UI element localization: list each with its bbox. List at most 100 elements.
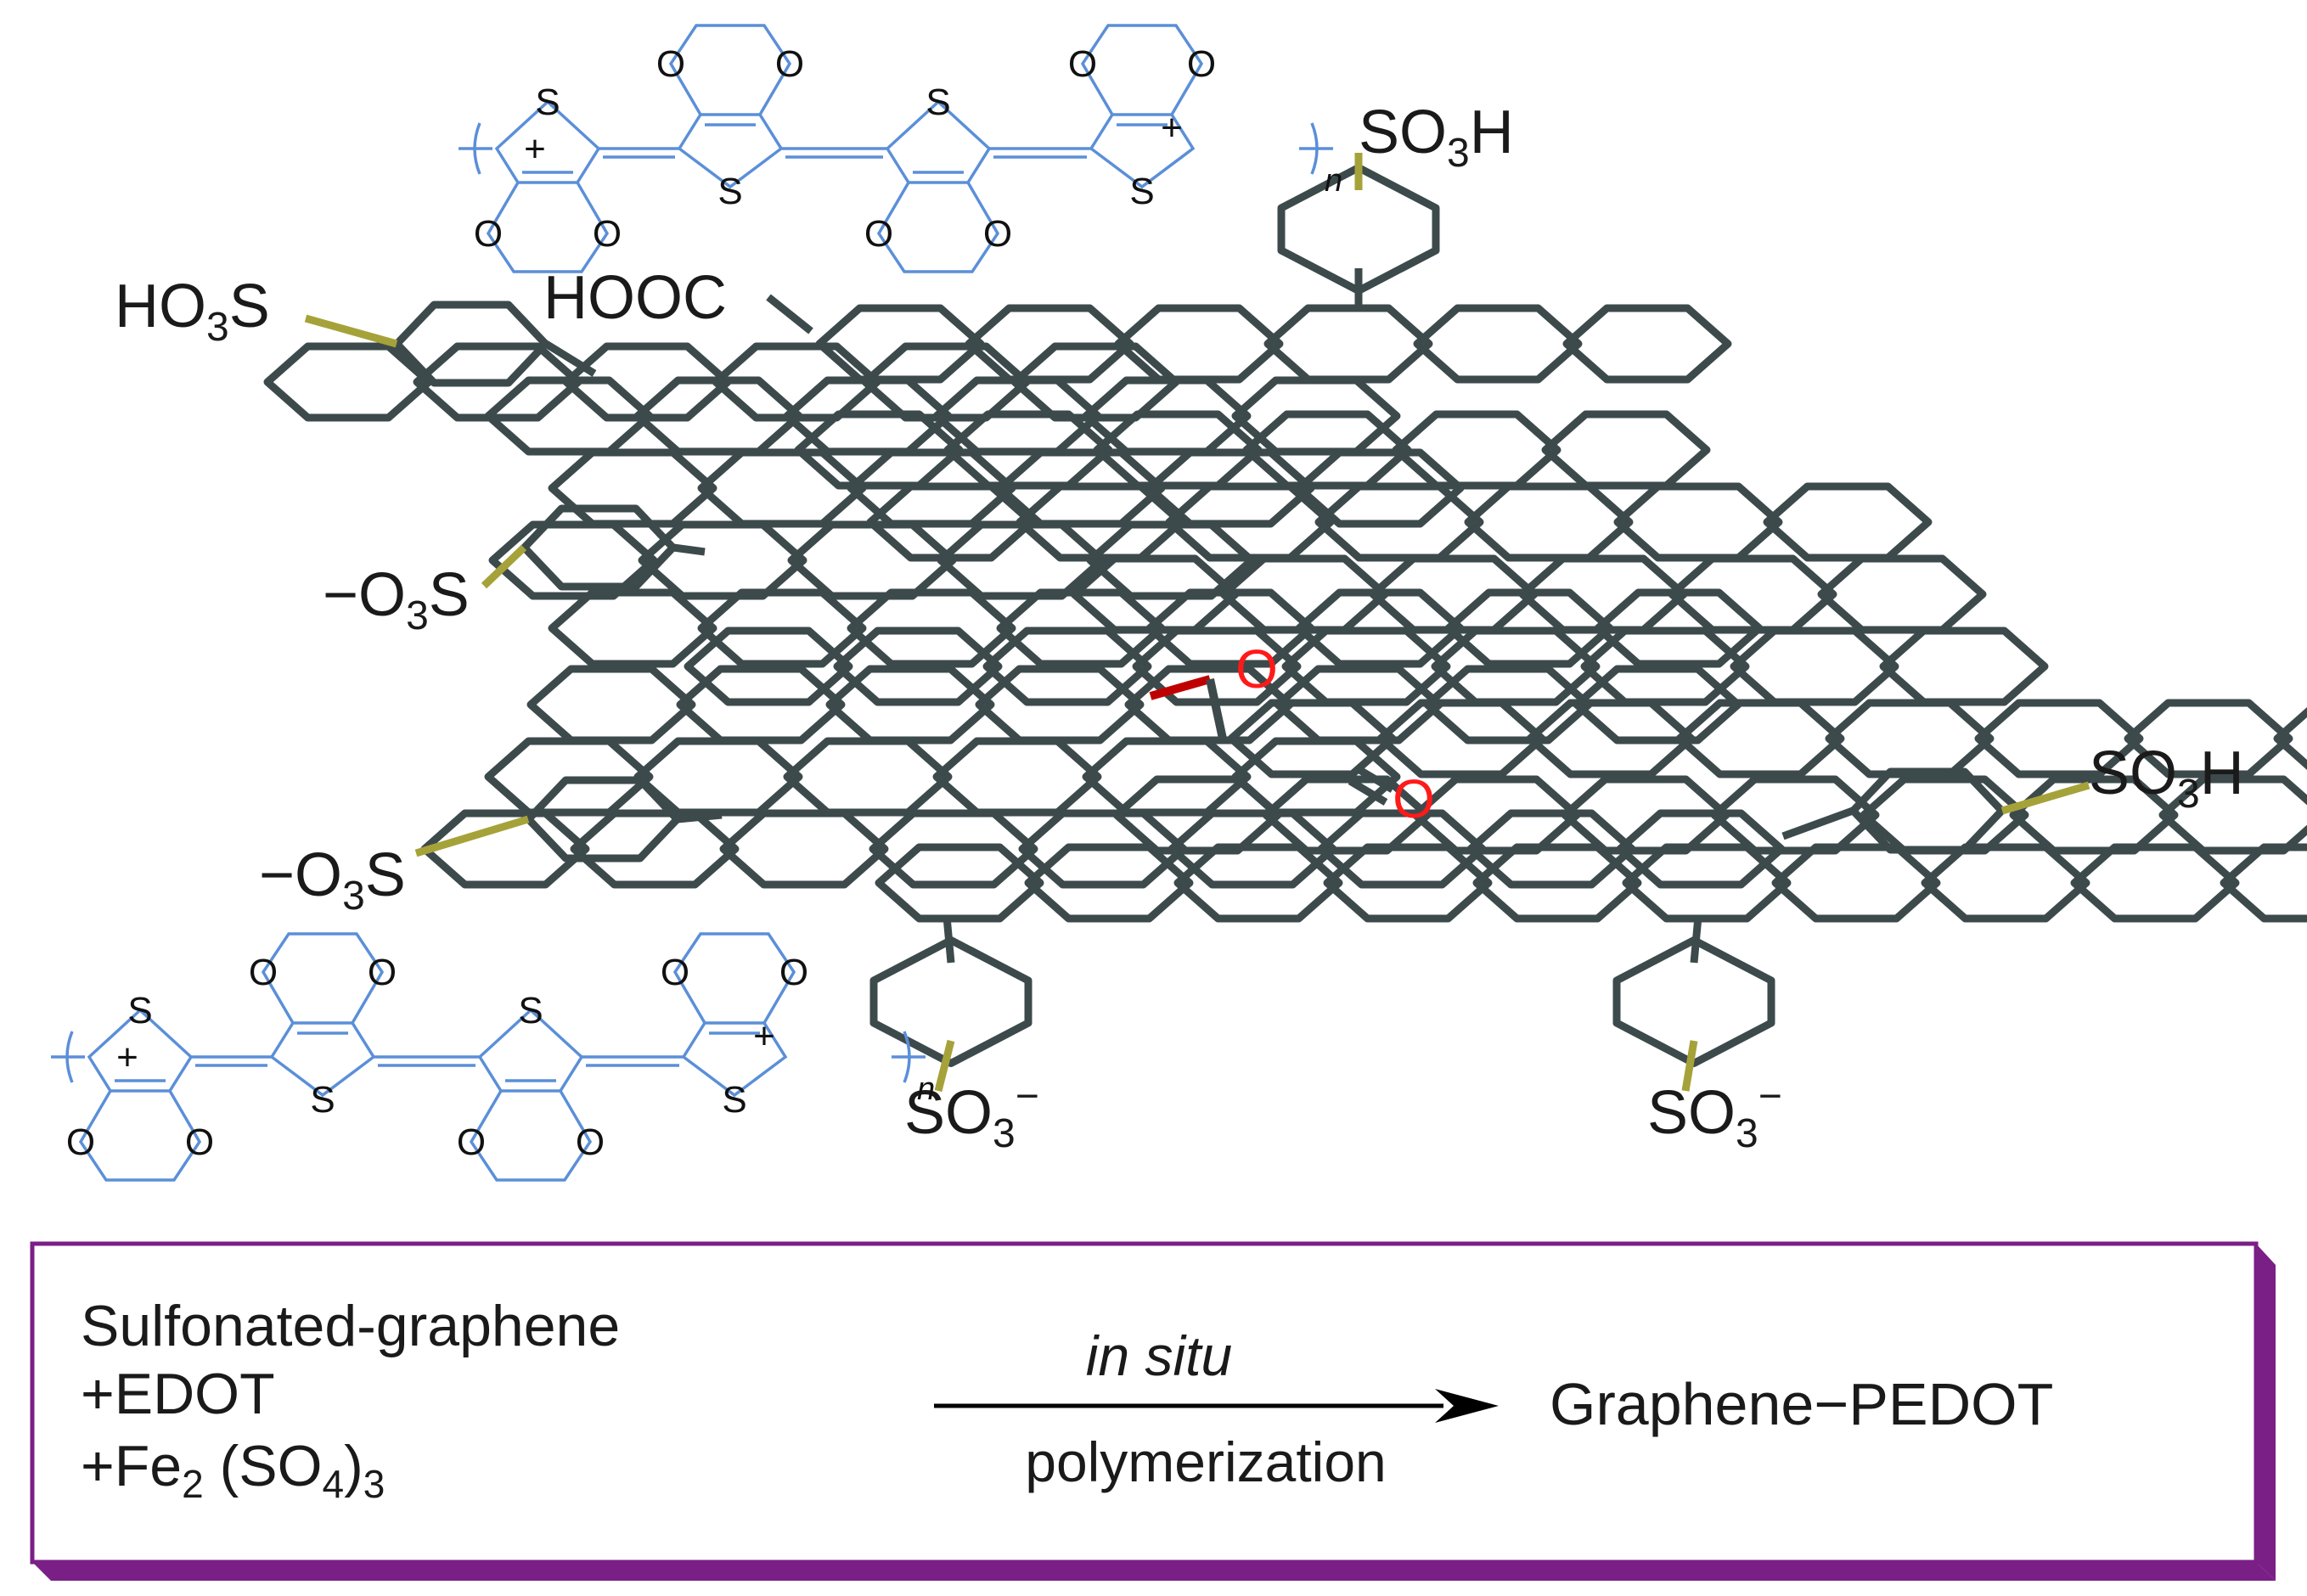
graphene-hexagon: [1145, 588, 1315, 668]
dioxane-ring: [672, 932, 796, 1024]
graphene-hexagon: [1526, 699, 1696, 778]
graphene-hexagon: [2070, 843, 2240, 923]
oxygen-atom-label: O: [368, 952, 397, 993]
phenyl-lower-left-sulfur-bond: [414, 815, 530, 857]
thiophene-ring: [87, 1008, 194, 1093]
phenyl-mid-left: [520, 504, 677, 591]
phenyl-bottom-left: [869, 936, 1033, 1067]
thiophene-ring: [1089, 113, 1196, 189]
graphene-hexagon: [488, 520, 658, 600]
dioxane-ring: [876, 182, 1000, 273]
positive-charge-label: +: [524, 128, 546, 170]
graphene-hexagon: [932, 376, 1102, 456]
positive-charge-label: +: [1161, 107, 1183, 149]
carbonyl-oxygen-label: O: [1393, 768, 1435, 829]
graphene-hexagon: [1730, 627, 1899, 706]
sulfur-atom-label: S: [127, 990, 152, 1031]
dioxane-ring: [78, 1090, 202, 1182]
label-so3h-right: SO3H: [2089, 739, 2244, 817]
thiophene-ring: [885, 99, 992, 184]
label-ho3s-left: HO3S: [115, 273, 270, 350]
oxygen-atom-label: O: [661, 952, 689, 993]
phenyl-lower-left-linker-bond: [677, 811, 723, 823]
positive-charge-label: +: [753, 1015, 775, 1057]
oxygen-atom-label: O: [775, 43, 804, 85]
carboxyl-bond: [766, 294, 813, 334]
phenyl-right-sulfur-bond: [2000, 781, 2090, 815]
graphene-hexagon: [1263, 304, 1433, 384]
pedot-repeat-n: n: [917, 1071, 935, 1107]
pedot-repeat-n: n: [1325, 163, 1342, 199]
reaction-box-shadow-bottom: [32, 1562, 2276, 1581]
graphene-hexagon: [1132, 627, 1302, 706]
phenyl-right: [1849, 767, 2006, 854]
phenyl-upper-left: [393, 301, 549, 387]
reaction-arrow-head: [1435, 1389, 1499, 1423]
phenyl-bottom-right-linker-bond: [1690, 916, 1702, 964]
graphene-hexagon: [869, 809, 1038, 889]
arrow-label-polymerization: polymerization: [1025, 1430, 1387, 1493]
graphene-hexagon: [1231, 376, 1401, 456]
epoxide-oxygen-label: O: [1235, 638, 1278, 700]
graphene-hexagon: [1168, 809, 1337, 889]
oxygen-atom-label: O: [983, 213, 1012, 255]
graphene-hexagon: [1594, 588, 1764, 668]
sulfur-atom-label: S: [1129, 171, 1154, 212]
graphene-hexagon: [1771, 843, 1941, 923]
graphene-hexagon: [1165, 482, 1335, 562]
reactant-iron-sulfate: +Fe2 (SO4)3: [81, 1434, 385, 1506]
graphene-hexagon: [1114, 304, 1284, 384]
graphene-hexagon: [1675, 699, 1845, 778]
label-o3s-left-lower: −O3S: [259, 841, 406, 919]
graphene-hexagon: [783, 737, 953, 817]
oxygen-atom-label: O: [185, 1121, 214, 1163]
graphene-hexagon: [1464, 482, 1634, 562]
graphene-hexagon: [2124, 699, 2293, 778]
oxygen-atom-label: O: [576, 1121, 605, 1163]
graphene-hexagon: [1622, 843, 1792, 923]
thiophene-ring: [494, 99, 601, 184]
phenyl-upper-left-linker-bond: [543, 340, 597, 377]
sulfur-atom-label: S: [518, 990, 543, 1031]
phenyl-upper-left-sulfur-bond: [304, 314, 398, 348]
arrow-label-in-situ: in situ: [1086, 1324, 1232, 1387]
graphene-sheet: [263, 304, 2307, 923]
sulfur-atom-label: S: [535, 81, 560, 123]
thiophene-ring: [477, 1008, 584, 1093]
oxygen-atom-label: O: [1187, 43, 1216, 85]
thiophene-ring: [681, 1021, 788, 1098]
oxygen-atom-label: O: [779, 952, 808, 993]
sulfur-atom-label: S: [310, 1079, 335, 1121]
graphene-hexagon: [1921, 843, 2090, 923]
graphene-hexagon: [847, 588, 1016, 668]
carbonyl-bond-a: [1354, 765, 1395, 793]
graphene-hexagon: [1317, 809, 1487, 889]
graphene-hexagon: [548, 448, 717, 528]
phenyl-bottom-right-sulfur-bond: [1681, 1040, 1698, 1092]
oxygen-atom-label: O: [457, 1121, 486, 1163]
graphene-hexagon: [982, 627, 1152, 706]
dioxane-ring: [1080, 24, 1204, 115]
graphene-hexagon: [1295, 448, 1465, 528]
graphene-hexagon: [1024, 843, 1194, 923]
phenyl-bottom-left-sulfur-bond: [934, 1039, 955, 1093]
graphene-hexagon: [1817, 554, 1987, 634]
graphene-hexagon: [570, 809, 740, 889]
sulfophenyl-groups: [304, 153, 2090, 1093]
dioxane-ring: [668, 24, 792, 115]
graphene-hexagon: [1376, 699, 1546, 778]
graphene-hexagon: [1227, 699, 1397, 778]
graphene-hexagon: [2220, 843, 2307, 923]
label-hooc: HOOC: [543, 264, 727, 332]
dioxane-ring: [469, 1090, 593, 1182]
graphene-hexagon: [1413, 304, 1583, 384]
sulfur-atom-label: S: [717, 171, 742, 212]
dioxane-ring: [261, 932, 385, 1024]
phenyl-lower-left: [525, 776, 681, 863]
graphene-hexagon: [633, 376, 803, 456]
label-so3-bottom-right: SO3−: [1647, 1074, 1782, 1156]
graphene-hexagon: [526, 665, 696, 745]
label-so3-bottom-left: SO3−: [904, 1074, 1039, 1156]
oxygen-atom-label: O: [864, 213, 893, 255]
